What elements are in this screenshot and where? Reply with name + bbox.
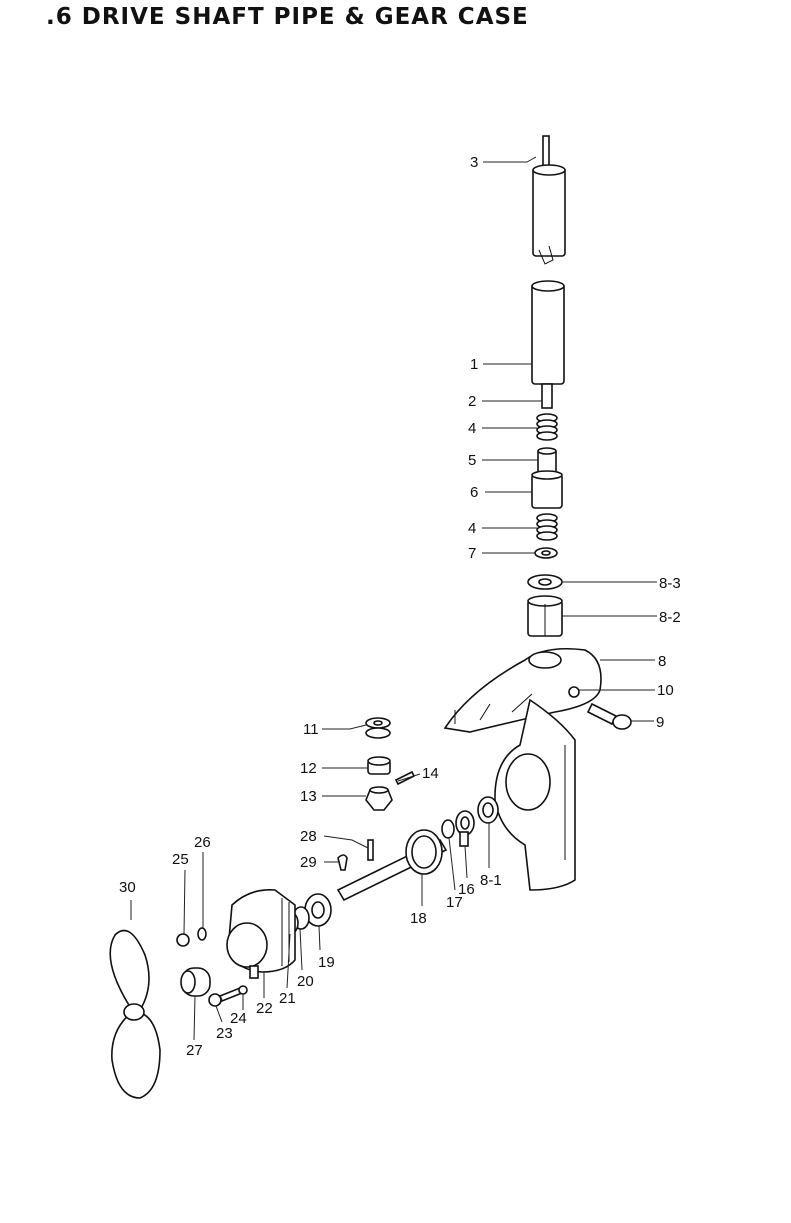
callout-8: 8	[658, 653, 666, 670]
callout-3: 3	[470, 154, 478, 171]
callout-2: 2	[468, 393, 476, 410]
washer	[535, 548, 557, 558]
bearing-set	[442, 797, 498, 846]
callout-12: 12	[300, 760, 317, 777]
callout-7: 7	[468, 545, 476, 562]
callout-9: 9	[656, 714, 664, 731]
callout-21: 21	[279, 990, 296, 1007]
callout-20: 20	[297, 973, 314, 990]
callout-30: 30	[119, 879, 136, 896]
thrust-washer	[528, 575, 562, 589]
spring-lower	[537, 514, 557, 540]
callout-16: 16	[458, 881, 475, 898]
spring-upper	[537, 414, 557, 440]
propeller-shaft	[338, 830, 446, 900]
callout-25: 25	[172, 851, 189, 868]
drive-shaft-upper	[533, 136, 565, 264]
leader-lines	[131, 157, 657, 1040]
sleeve	[532, 471, 562, 508]
callout-6: 6	[470, 484, 478, 501]
callout-8-2: 8-2	[659, 609, 681, 626]
screw-and-washer	[177, 928, 206, 946]
callout-18: 18	[410, 910, 427, 927]
callout-13: 13	[300, 788, 317, 805]
propeller-housing	[227, 890, 295, 972]
callout-5: 5	[468, 452, 476, 469]
gear-case	[445, 649, 601, 890]
callout-11: 11	[303, 721, 319, 738]
shear-pin	[338, 840, 373, 870]
callout-8-3: 8-3	[659, 575, 681, 592]
callout-19: 19	[318, 954, 335, 971]
shims	[366, 718, 390, 738]
callout-1: 1	[470, 356, 478, 373]
cover-screws	[209, 966, 258, 1006]
callout-28: 28	[300, 828, 317, 845]
callout-29: 29	[300, 854, 317, 871]
pinion-gear	[366, 787, 392, 810]
callout-27: 27	[186, 1042, 203, 1059]
pin	[396, 772, 414, 784]
callout-8-1: 8-1	[480, 872, 502, 889]
callout-14: 14	[422, 765, 439, 782]
collar	[538, 448, 556, 474]
callout-10: 10	[657, 682, 674, 699]
propeller	[110, 931, 160, 1099]
bolt	[588, 704, 631, 729]
callout-22: 22	[256, 1000, 273, 1017]
spacer	[181, 968, 210, 996]
callout-26: 26	[194, 834, 211, 851]
callout-4-lower: 4	[468, 520, 476, 537]
callout-4-upper: 4	[468, 420, 476, 437]
drive-shaft-pipe	[532, 281, 564, 408]
callout-23: 23	[216, 1025, 233, 1042]
bearing	[368, 757, 390, 774]
bushing	[528, 596, 562, 636]
